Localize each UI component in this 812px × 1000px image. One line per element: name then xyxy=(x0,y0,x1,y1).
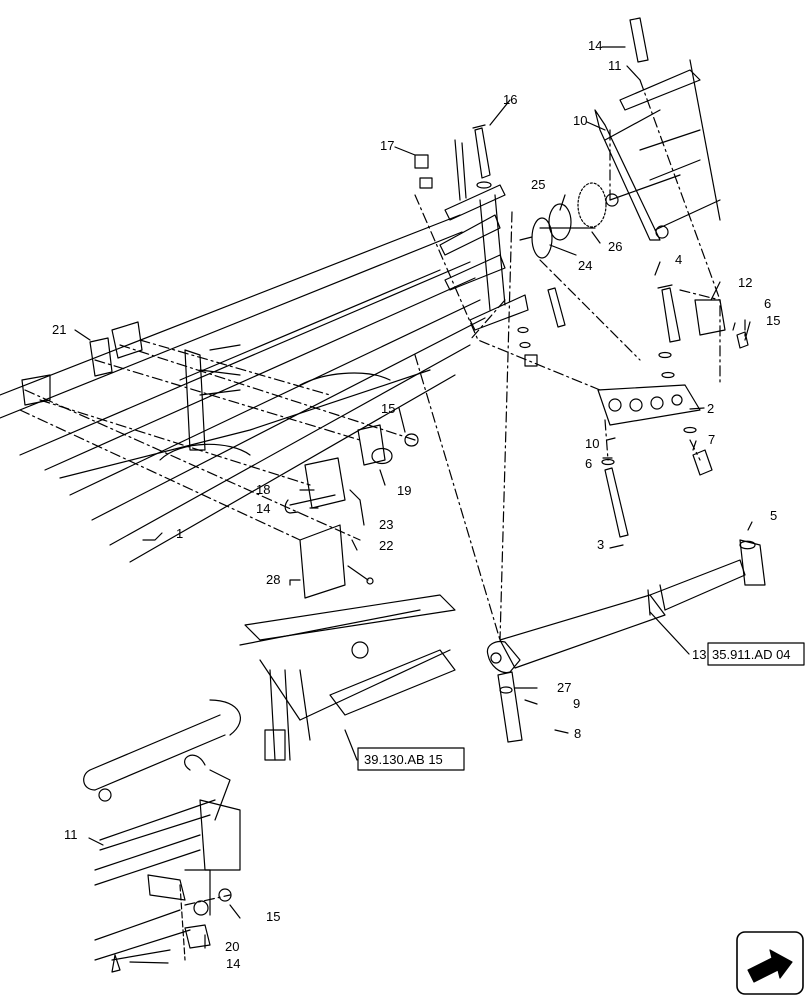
callout-21: 21 xyxy=(52,322,66,337)
u-bolt-bracket xyxy=(21,321,143,406)
callout-11b: 11 xyxy=(64,827,78,842)
callout-25: 25 xyxy=(531,177,545,192)
pivot-arm xyxy=(594,59,749,476)
callout-14a: 14 xyxy=(588,38,602,53)
callout-18: 18 xyxy=(256,482,270,497)
callout-14b: 14 xyxy=(256,501,270,516)
leader-lines xyxy=(74,46,753,964)
callout-22: 22 xyxy=(379,538,393,553)
callout-9: 9 xyxy=(573,696,580,711)
boom-frame xyxy=(0,139,529,563)
cylinder-ref-label[interactable]: 35.911.AD 04 xyxy=(712,647,791,662)
callout-15b: 15 xyxy=(381,401,395,416)
callout-4: 4 xyxy=(675,252,682,267)
callout-15c: 15 xyxy=(266,909,280,924)
frame-ref-box[interactable] xyxy=(357,747,465,771)
callout-11a: 11 xyxy=(608,58,622,73)
callout-5: 5 xyxy=(770,508,777,523)
disc-parts xyxy=(519,182,607,259)
callout-17: 17 xyxy=(380,138,394,153)
arrow-icon[interactable] xyxy=(736,931,804,995)
callout-3: 3 xyxy=(597,537,604,552)
callout-20: 20 xyxy=(225,939,239,954)
callout-26: 26 xyxy=(608,239,622,254)
callout-13: 13 xyxy=(692,647,706,662)
callout-6b: 6 xyxy=(585,456,592,471)
callout-23: 23 xyxy=(379,517,393,532)
cylinder-ref-box[interactable] xyxy=(707,642,805,666)
callout-16: 16 xyxy=(503,92,517,107)
callout-19: 19 xyxy=(397,483,411,498)
callout-28: 28 xyxy=(266,572,280,587)
callout-2: 2 xyxy=(707,401,714,416)
callout-1: 1 xyxy=(176,526,183,541)
phantom-lines xyxy=(19,79,746,906)
callout-labels: 1 2 3 4 5 6 6 7 8 9 10 10 11 11 12 13 14… xyxy=(52,38,791,971)
callout-7: 7 xyxy=(708,432,715,447)
callout-10b: 10 xyxy=(585,436,599,451)
callout-15a: 15 xyxy=(766,313,780,328)
frame-ref-label[interactable]: 39.130.AB 15 xyxy=(364,752,443,767)
callout-24: 24 xyxy=(578,258,592,273)
callout-10a: 10 xyxy=(573,113,587,128)
callout-6a: 6 xyxy=(764,296,771,311)
lower-frame xyxy=(83,594,456,802)
boom-lower-section xyxy=(94,754,241,973)
callout-8: 8 xyxy=(574,726,581,741)
mount-plates xyxy=(284,424,419,599)
hydraulic-cylinder xyxy=(486,539,766,674)
callout-12: 12 xyxy=(738,275,752,290)
callout-27: 27 xyxy=(557,680,571,695)
callout-14c: 14 xyxy=(226,956,240,971)
